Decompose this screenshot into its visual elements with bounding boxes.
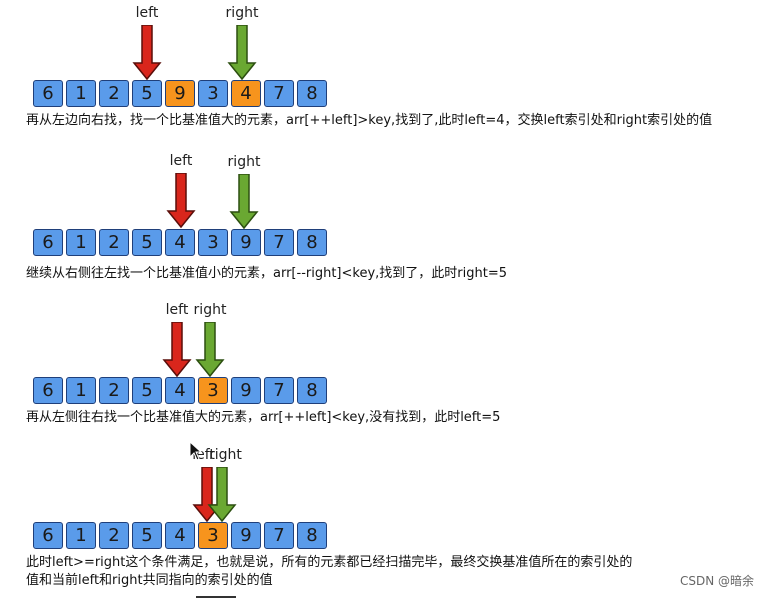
- right-pointer-label: right: [225, 5, 259, 21]
- array-cell: 1: [66, 377, 96, 404]
- array-row: 6 1 2 5 9 3 4 7 8: [33, 80, 327, 107]
- array-cell: 6: [33, 522, 63, 549]
- array-cell: 4: [165, 229, 195, 256]
- array-cell-highlighted: 3: [198, 377, 228, 404]
- array-row: 6 1 2 5 4 3 9 7 8: [33, 377, 327, 404]
- step-caption: 再从左侧往右找一个比基准值大的元素，arr[++left]<key,没有找到，此…: [26, 410, 501, 425]
- right-arrow-icon: [227, 25, 257, 81]
- array-cell: 9: [231, 377, 261, 404]
- array-cell: 6: [33, 377, 63, 404]
- mouse-cursor-icon: [189, 441, 203, 461]
- array-cell: 1: [66, 229, 96, 256]
- array-cell: 8: [297, 80, 327, 107]
- array-cell: 6: [33, 229, 63, 256]
- right-pointer-label: right: [227, 154, 261, 170]
- right-arrow-icon: [195, 322, 225, 378]
- array-cell: 3: [198, 229, 228, 256]
- right-pointer-label: right: [193, 302, 227, 318]
- array-cell: 2: [99, 80, 129, 107]
- array-cell: 7: [264, 522, 294, 549]
- array-cell: 9: [231, 522, 261, 549]
- array-cell: 2: [99, 377, 129, 404]
- left-pointer-label: left: [169, 153, 193, 169]
- array-cell: 1: [66, 80, 96, 107]
- array-cell: 7: [264, 80, 294, 107]
- step-caption: 继续从右侧往左找一个比基准值小的元素，arr[--right]<key,找到了，…: [26, 266, 507, 281]
- left-arrow-icon: [162, 322, 192, 378]
- array-cell: 9: [231, 229, 261, 256]
- right-pointer-label: right: [208, 447, 242, 463]
- array-cell-highlighted: 4: [231, 80, 261, 107]
- left-arrow-icon: [132, 25, 162, 81]
- array-cell: 5: [132, 522, 162, 549]
- right-arrow-icon: [207, 467, 237, 523]
- array-cell: 8: [297, 377, 327, 404]
- array-cell: 6: [33, 80, 63, 107]
- array-cell: 2: [99, 229, 129, 256]
- array-cell: 7: [264, 377, 294, 404]
- step-caption-line-1: 此时left>=right这个条件满足，也就是说，所有的元素都已经扫描完毕，最终…: [26, 555, 633, 570]
- left-arrow-icon: [166, 173, 196, 229]
- array-cell: 4: [165, 377, 195, 404]
- step-caption-line-2: 值和当前left和right共同指向的索引处的值: [26, 573, 273, 588]
- array-cell: 3: [198, 80, 228, 107]
- array-cell-highlighted: 9: [165, 80, 195, 107]
- left-pointer-label: left: [165, 302, 189, 318]
- right-arrow-icon: [229, 174, 259, 230]
- array-cell: 7: [264, 229, 294, 256]
- step-caption: 再从左边向右找，找一个比基准值大的元素，arr[++left]>key,找到了,…: [26, 113, 713, 128]
- array-cell: 5: [132, 80, 162, 107]
- array-cell: 4: [165, 522, 195, 549]
- watermark: CSDN @暗余: [679, 574, 754, 588]
- array-row: 6 1 2 5 4 3 9 7 8: [33, 522, 327, 549]
- array-cell-highlighted: 3: [198, 522, 228, 549]
- array-cell: 8: [297, 229, 327, 256]
- array-cell: 2: [99, 522, 129, 549]
- array-cell: 5: [132, 229, 162, 256]
- array-row: 6 1 2 5 4 3 9 7 8: [33, 229, 327, 256]
- array-cell: 8: [297, 522, 327, 549]
- array-cell: 5: [132, 377, 162, 404]
- cropped-edge-mark: [196, 596, 236, 598]
- left-pointer-label: left: [135, 5, 159, 21]
- array-cell: 1: [66, 522, 96, 549]
